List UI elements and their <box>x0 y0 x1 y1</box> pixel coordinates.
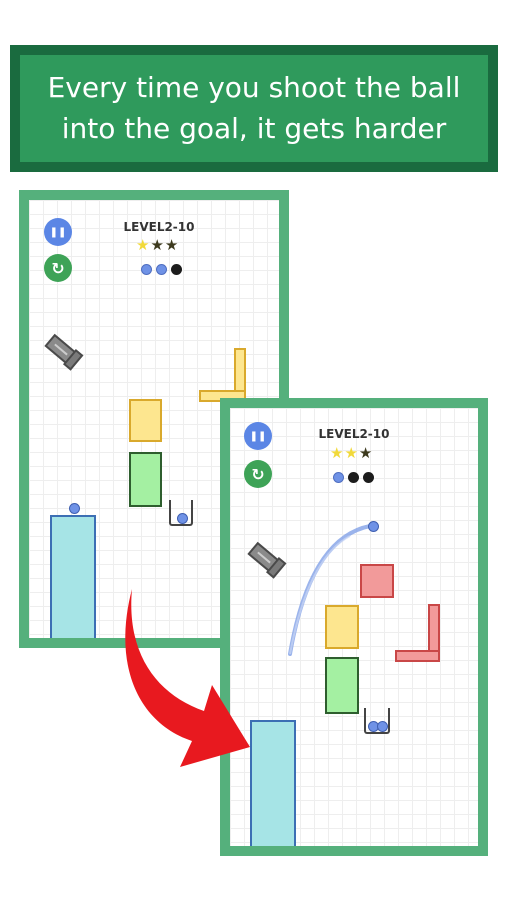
yellow-block <box>325 605 359 649</box>
balls-remaining <box>333 472 374 483</box>
ball-indicator-blue <box>333 472 344 483</box>
restart-icon: ↻ <box>51 258 65 278</box>
caption-line-2: into the goal, it gets harder <box>61 111 447 145</box>
star-icon: ★ <box>330 444 345 462</box>
star-rating: ★★★ <box>136 236 179 254</box>
pause-icon: ❚❚ <box>49 226 67 238</box>
ball-in-cup <box>377 721 388 732</box>
blue-pillar <box>250 720 296 846</box>
star-icon: ★ <box>136 236 151 254</box>
green-block <box>325 657 359 714</box>
restart-icon: ↻ <box>251 464 265 484</box>
level-label: LEVEL2-10 <box>318 427 390 441</box>
star-icon: ★ <box>344 444 359 462</box>
game-ball <box>69 503 80 514</box>
green-block <box>129 452 162 507</box>
star-icon: ★ <box>150 236 165 254</box>
caption-line-1: Every time you shoot the ball <box>47 70 461 104</box>
level-label: LEVEL2-10 <box>123 220 195 234</box>
red-block <box>360 564 394 598</box>
cannon-icon[interactable] <box>242 538 288 584</box>
goal-cup <box>169 500 193 526</box>
star-icon: ★ <box>358 444 374 462</box>
ball-in-cup <box>177 513 188 524</box>
ball-indicator-black <box>171 264 182 275</box>
yellow-block <box>129 399 162 442</box>
restart-button[interactable]: ↻ <box>244 460 272 488</box>
game-screen-after: ❚❚ ↻ LEVEL2-10 ★★★ <box>230 408 478 846</box>
caption-banner-inner: Every time you shoot the ball into the g… <box>20 55 488 162</box>
ball-indicator-blue <box>141 264 152 275</box>
cannon-icon[interactable] <box>39 330 85 376</box>
blue-pillar <box>50 515 96 638</box>
star-icon: ★ <box>164 236 180 254</box>
progress-arrow-icon <box>125 589 250 767</box>
ball-indicator-black <box>363 472 374 483</box>
pause-icon: ❚❚ <box>249 430 267 442</box>
shot-trajectory <box>288 524 372 656</box>
ball-indicator-blue <box>156 264 167 275</box>
pause-button[interactable]: ❚❚ <box>44 218 72 246</box>
restart-button[interactable]: ↻ <box>44 254 72 282</box>
star-rating: ★★★ <box>330 444 373 462</box>
game-ball <box>368 521 379 532</box>
balls-remaining <box>141 264 182 275</box>
l-wall-horizontal-red <box>395 650 440 662</box>
caption-banner: Every time you shoot the ball into the g… <box>10 45 498 172</box>
screenshot-frame-after: ❚❚ ↻ LEVEL2-10 ★★★ <box>220 398 488 856</box>
ball-indicator-black <box>348 472 359 483</box>
pause-button[interactable]: ❚❚ <box>244 422 272 450</box>
goal-cup <box>364 708 390 734</box>
